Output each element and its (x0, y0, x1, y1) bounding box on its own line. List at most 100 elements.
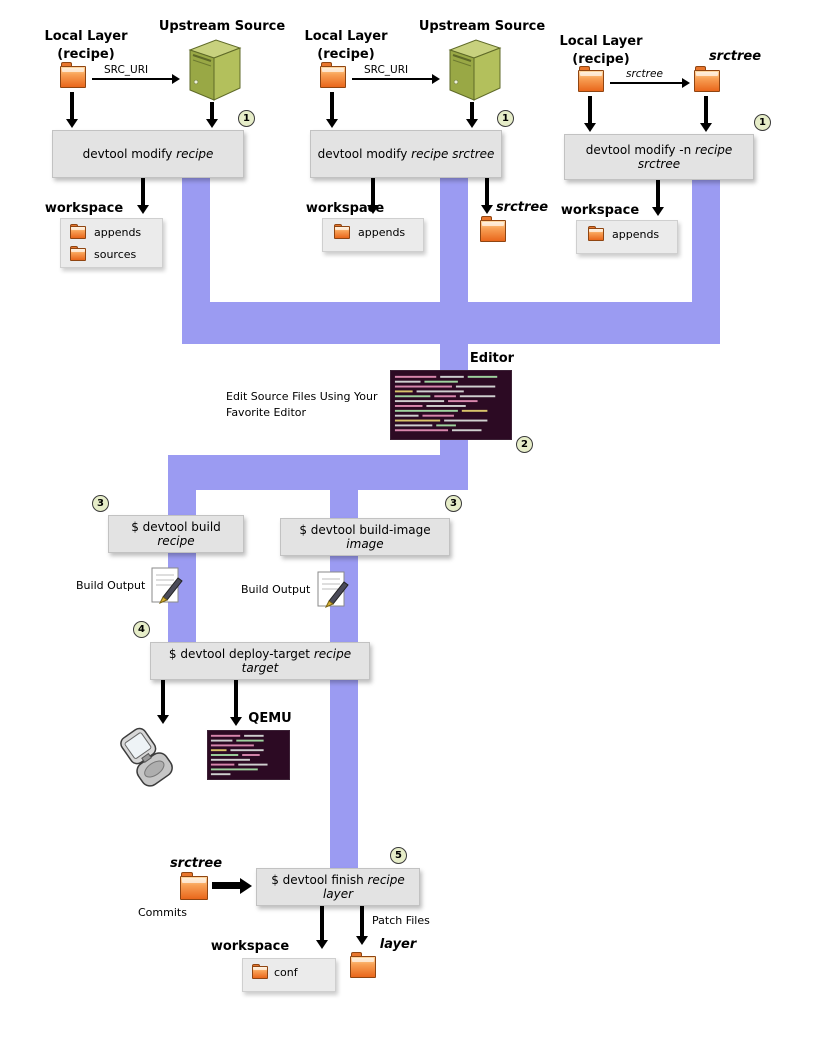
arrow-folder2-to-modify (330, 92, 334, 119)
build-output-document-icon-right (317, 571, 349, 608)
cmd-text: devtool modify recipe (83, 147, 214, 161)
editor-note: Edit Source Files Using Your Favorite Ed… (226, 389, 396, 421)
upstream-server-icon-1 (188, 39, 242, 101)
devtool-deploy-target-box: $ devtool deploy-target recipe target (150, 642, 370, 680)
devtool-modify-box-3: devtool modify -n recipe srctree (564, 134, 754, 180)
appends-label-3: appends (612, 228, 660, 241)
cmd-variable: recipe target (241, 647, 352, 675)
arrow-folder1-to-modify (70, 92, 74, 119)
qemu-title: QEMU (238, 710, 302, 728)
src-uri-label-1: SRC_URI (104, 64, 149, 76)
devtool-build-image-box: $ devtool build-image image (280, 518, 450, 556)
arrow-modify2-to-workspace (371, 178, 375, 205)
arrow-finish-to-layer (360, 906, 364, 936)
layer-text: layer (379, 937, 417, 952)
layer-folder-icon (350, 952, 376, 978)
src-uri-arrow-2 (352, 78, 432, 80)
sources-label-1: sources (94, 248, 137, 261)
workspace-text: workspace (305, 201, 385, 216)
srctree-folder-icon-2 (480, 216, 506, 242)
arrow-commits-to-finish (212, 882, 240, 889)
arrow-server2-to-modify (470, 102, 474, 119)
step-badge-1a: 1 (238, 110, 255, 127)
cmd-text: devtool modify recipe srctree (318, 147, 495, 161)
badge-number: 1 (502, 113, 509, 124)
workspace-text: workspace (210, 939, 290, 954)
layer-title: layer (372, 936, 424, 954)
local-layer-line1: Local Layer (304, 29, 388, 44)
cmd-text: $ devtool finish recipe layer (263, 873, 413, 901)
commits-label: Commits (138, 906, 187, 919)
arrow-finish-to-workspace (320, 906, 324, 940)
workspace-text: workspace (560, 203, 640, 218)
badge-number: 3 (97, 498, 104, 509)
editor-title: Editor (452, 350, 532, 368)
step-badge-1b: 1 (497, 110, 514, 127)
local-layer-folder-icon-3 (578, 66, 604, 92)
devtool-modify-box-2: devtool modify recipe srctree (310, 130, 502, 178)
srctree-commits-title: srctree (164, 855, 228, 873)
upstream-source-text: Upstream Source (418, 19, 546, 34)
local-layer-folder-icon-1 (60, 62, 86, 88)
step-badge-5: 5 (390, 847, 407, 864)
local-layer-title-3: Local Layer (recipe) (551, 33, 651, 68)
local-layer-folder-icon-2 (320, 62, 346, 88)
cmd-prefix: $ devtool deploy-target (168, 647, 314, 661)
step-badge-3b: 3 (445, 495, 462, 512)
appends-folder-icon-1 (70, 223, 86, 239)
arrow-deploy-to-qemu (234, 680, 238, 717)
conf-label: conf (274, 966, 298, 979)
srctree-text: srctree (495, 200, 549, 215)
appends-label-1: appends (94, 226, 142, 239)
cmd-text: $ devtool build recipe (115, 520, 237, 548)
editor-note-line1: Edit Source Files Using Your (226, 390, 378, 403)
conf-folder-icon (252, 963, 268, 979)
editor-terminal-image (390, 370, 512, 440)
cmd-prefix: $ devtool finish (271, 873, 368, 887)
upstream-source-title-1: Upstream Source (155, 18, 289, 36)
cmd-variable: recipe (176, 147, 214, 161)
cmd-variable: recipe layer (322, 873, 405, 901)
arrow-folder3-to-modify (588, 96, 592, 123)
editor-text: Editor (469, 351, 515, 366)
srctree-output-title-2: srctree (490, 199, 554, 217)
appends-folder-icon-2 (334, 223, 350, 239)
badge-number: 5 (395, 850, 402, 861)
srctree-arrow-3 (610, 82, 682, 84)
cmd-variable: recipe (157, 534, 195, 548)
qemu-terminal-image (207, 730, 290, 780)
local-layer-line2: (recipe) (57, 46, 115, 62)
arrow-modify1-to-workspace (141, 178, 145, 205)
upstream-source-text: Upstream Source (158, 19, 286, 34)
workspace-title-2: workspace (301, 200, 389, 218)
arrow-srctree3-to-modify (704, 96, 708, 123)
patch-files-label: Patch Files (372, 914, 430, 927)
editor-note-line2: Favorite Editor (226, 405, 307, 419)
sources-folder-icon-1 (70, 245, 86, 261)
src-uri-label-2: SRC_URI (364, 64, 409, 76)
build-output-label-right: Build Output (241, 583, 311, 596)
badge-number: 4 (138, 624, 145, 635)
qemu-text: QEMU (248, 711, 292, 726)
local-layer-line2: (recipe) (317, 46, 375, 62)
cmd-text: devtool modify -n recipe srctree (571, 143, 747, 171)
local-layer-line2: (recipe) (572, 51, 630, 67)
appends-label-2: appends (358, 226, 406, 239)
workspace-title-1: workspace (40, 200, 128, 218)
devtool-finish-box: $ devtool finish recipe layer (256, 868, 420, 906)
cmd-prefix: devtool modify (317, 147, 412, 161)
workspace-title-bottom: workspace (206, 938, 294, 956)
flow-connector-center-vertical (440, 177, 468, 375)
srctree-text: srctree (708, 49, 762, 64)
step-badge-1c: 1 (754, 114, 771, 131)
src-uri-arrow-1 (92, 78, 172, 80)
step-badge-3a: 3 (92, 495, 109, 512)
flow-connector-top-horizontal (182, 302, 720, 344)
cmd-prefix: $ devtool build (131, 520, 221, 534)
step-badge-2: 2 (516, 436, 533, 453)
cmd-prefix: devtool modify (82, 147, 177, 161)
cmd-text: $ devtool build-image image (287, 523, 443, 551)
arrow-deploy-to-device (161, 680, 165, 715)
upstream-server-icon-2 (448, 39, 502, 101)
